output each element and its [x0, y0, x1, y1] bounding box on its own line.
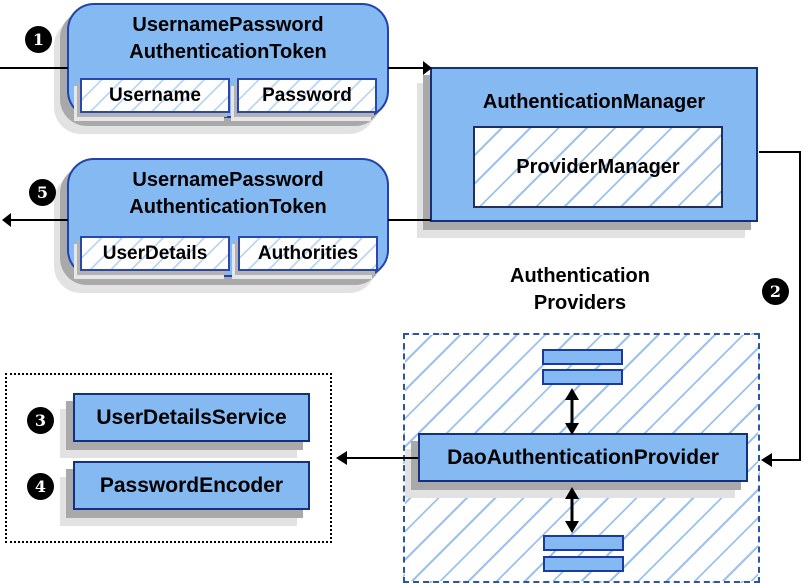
step-4-badge: 4	[27, 473, 54, 500]
token-result-title: UsernamePassword AuthenticationToken	[69, 167, 387, 221]
dao-authentication-provider-node: DaoAuthenticationProvider	[418, 433, 748, 482]
step-2-badge: 2	[762, 278, 789, 305]
userdetails-field-box: UserDetails	[80, 236, 230, 271]
authentication-providers-heading-line1: Authentication	[510, 265, 650, 287]
authorities-field-box: Authorities	[238, 236, 378, 271]
token-request-title: UsernamePassword AuthenticationToken	[69, 12, 387, 66]
provider-placeholder-bar-top-1	[542, 349, 623, 365]
token-result-title-line1: UsernamePassword	[132, 169, 324, 191]
provider-placeholder-bar-bottom-1	[543, 535, 624, 551]
username-password-token-request-node: UsernamePassword AuthenticationToken Use…	[67, 3, 389, 118]
provider-placeholder-bar-bottom-2	[543, 556, 624, 572]
provider-manager-box: ProviderManager	[473, 126, 723, 208]
authentication-manager-node: AuthenticationManager ProviderManager	[430, 67, 758, 222]
password-encoder-node: PasswordEncoder	[73, 461, 310, 510]
password-field-box: Password	[237, 78, 377, 113]
username-password-token-result-node: UsernamePassword AuthenticationToken Use…	[67, 158, 389, 277]
step-5-badge: 5	[29, 179, 56, 206]
authentication-providers-heading: Authentication Providers	[470, 263, 690, 317]
step-1-badge: 1	[25, 26, 52, 53]
token-request-title-line2: AuthenticationToken	[129, 41, 327, 63]
authentication-providers-heading-line2: Providers	[533, 292, 627, 314]
username-field-box: Username	[80, 78, 230, 113]
provider-placeholder-bar-top-2	[542, 369, 623, 385]
manager-to-provider-connector	[759, 151, 801, 461]
authentication-manager-title: AuthenticationManager	[482, 91, 706, 113]
token-result-title-line2: AuthenticationToken	[129, 196, 327, 218]
provider-to-services-arrowhead-icon	[336, 451, 347, 465]
manager-to-provider-arrowhead-icon	[761, 453, 772, 467]
step-3-badge: 3	[27, 407, 54, 434]
token-request-title-line1: UsernamePassword	[132, 14, 324, 36]
user-details-service-node: UserDetailsService	[73, 393, 310, 442]
token-outgoing-arrowhead-icon	[2, 213, 11, 227]
